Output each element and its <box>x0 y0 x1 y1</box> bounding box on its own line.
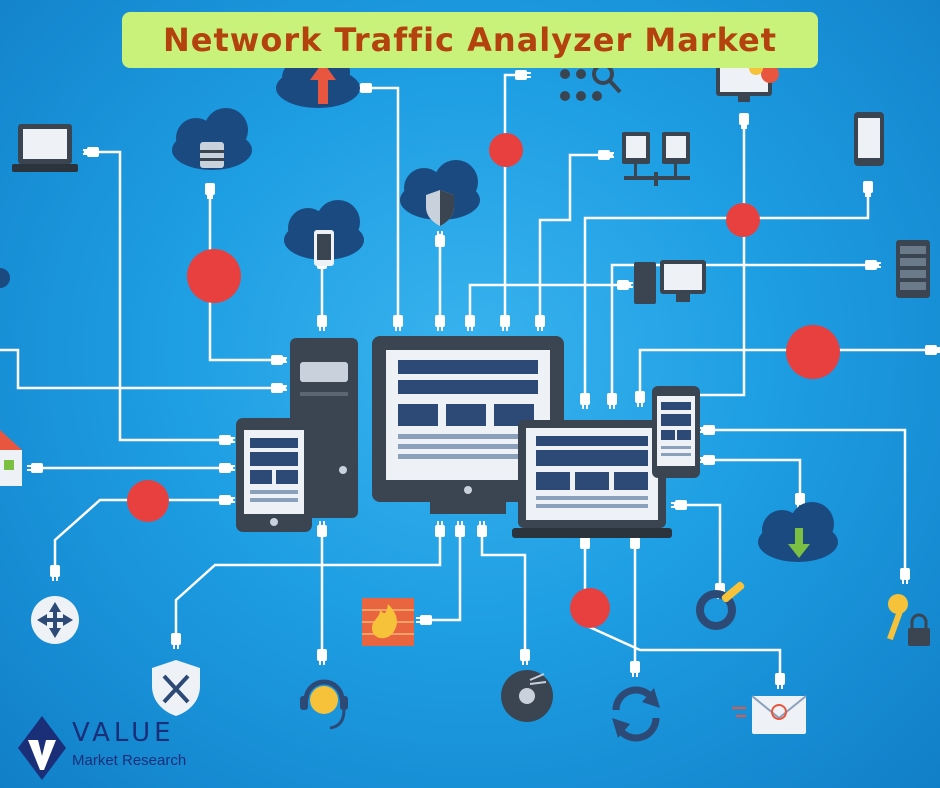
shield-cloud-icon <box>400 160 480 226</box>
cloud-download-icon <box>758 502 838 562</box>
hub-node <box>570 588 610 628</box>
connection-lines <box>0 73 940 682</box>
central-monitor-icon <box>372 336 564 514</box>
server-rack-icon <box>896 240 930 298</box>
email-icon <box>732 695 807 734</box>
brand-tagline: Market Research <box>72 752 187 769</box>
network-dots-icon <box>560 63 622 101</box>
settings-wrench-icon <box>696 581 745 630</box>
phone-center-icon <box>652 386 700 478</box>
shield-swords-icon <box>152 660 200 716</box>
hub-node <box>489 133 523 167</box>
key-lock-icon <box>887 594 930 646</box>
hub-node <box>127 480 169 522</box>
support-headset-icon <box>300 679 348 730</box>
partial-globe-icon <box>0 268 10 288</box>
phone-cloud-icon <box>284 200 364 266</box>
firewall-icon <box>362 598 414 646</box>
laptop-icon <box>12 124 78 172</box>
hub-node <box>786 325 840 379</box>
laptop-center-icon <box>512 420 672 538</box>
sync-arrows-icon <box>612 686 660 742</box>
network-switch-icon <box>622 132 690 186</box>
desktop-computer-icon <box>634 260 706 304</box>
navigation-arrows-icon <box>31 596 79 644</box>
database-cloud-icon <box>172 108 252 170</box>
hub-node <box>187 249 241 303</box>
hub-nodes <box>127 133 840 628</box>
disc-icon <box>501 670 553 722</box>
tablet-icon <box>236 418 312 532</box>
page-title: Network Traffic Analyzer Market <box>122 12 818 68</box>
hub-node <box>726 203 760 237</box>
brand-name: VALUE <box>72 718 175 748</box>
brand-logo-icon <box>18 716 66 780</box>
tablet-portrait-icon <box>854 112 884 166</box>
house-icon <box>0 430 22 486</box>
